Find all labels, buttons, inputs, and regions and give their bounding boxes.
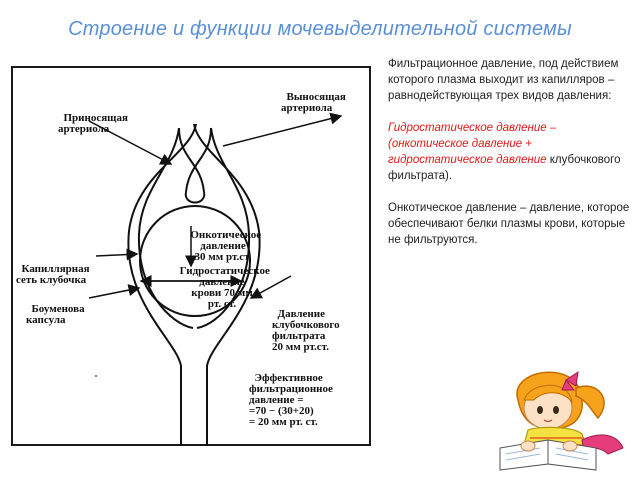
glomerular-capillary-loop bbox=[139, 205, 251, 317]
bowman-capsule-inner-wall bbox=[196, 127, 251, 329]
reading-girl-icon bbox=[499, 370, 624, 471]
afferent-arrow bbox=[88, 120, 173, 165]
kidney-glomerulus-diagram bbox=[88, 112, 343, 446]
filtrate-arrow bbox=[249, 275, 292, 299]
capsule-neck bbox=[184, 191, 206, 204]
afferent-arteriole-wall bbox=[178, 127, 205, 193]
formula-paragraph: Гидростатическое давление – (онкотическо… bbox=[388, 120, 633, 184]
efferent-arrow bbox=[222, 112, 343, 147]
oncotic-pressure-definition: Онкотическое давление – давление, которо… bbox=[388, 202, 630, 246]
slide-title: Строение и функции мочевыделительной сис… bbox=[68, 18, 572, 40]
capillary-pointer bbox=[95, 248, 139, 261]
bowman-pointer bbox=[88, 284, 141, 299]
bowman-capsule-outer-wall-left bbox=[127, 123, 197, 446]
formula-tail: клубочкового фильтрата). bbox=[388, 154, 621, 182]
stray-dot bbox=[95, 375, 97, 377]
filtration-pressure-definition: Фильтрационное давление, под действием к… bbox=[388, 58, 619, 102]
efferent-arteriole-wall bbox=[185, 127, 212, 193]
formula-highlight: Гидростатическое давление – (онкотическо… bbox=[388, 122, 557, 166]
bowman-capsule-outer-wall bbox=[193, 123, 261, 446]
definition-text-panel: Фильтрационное давление, под действием к… bbox=[388, 56, 633, 264]
